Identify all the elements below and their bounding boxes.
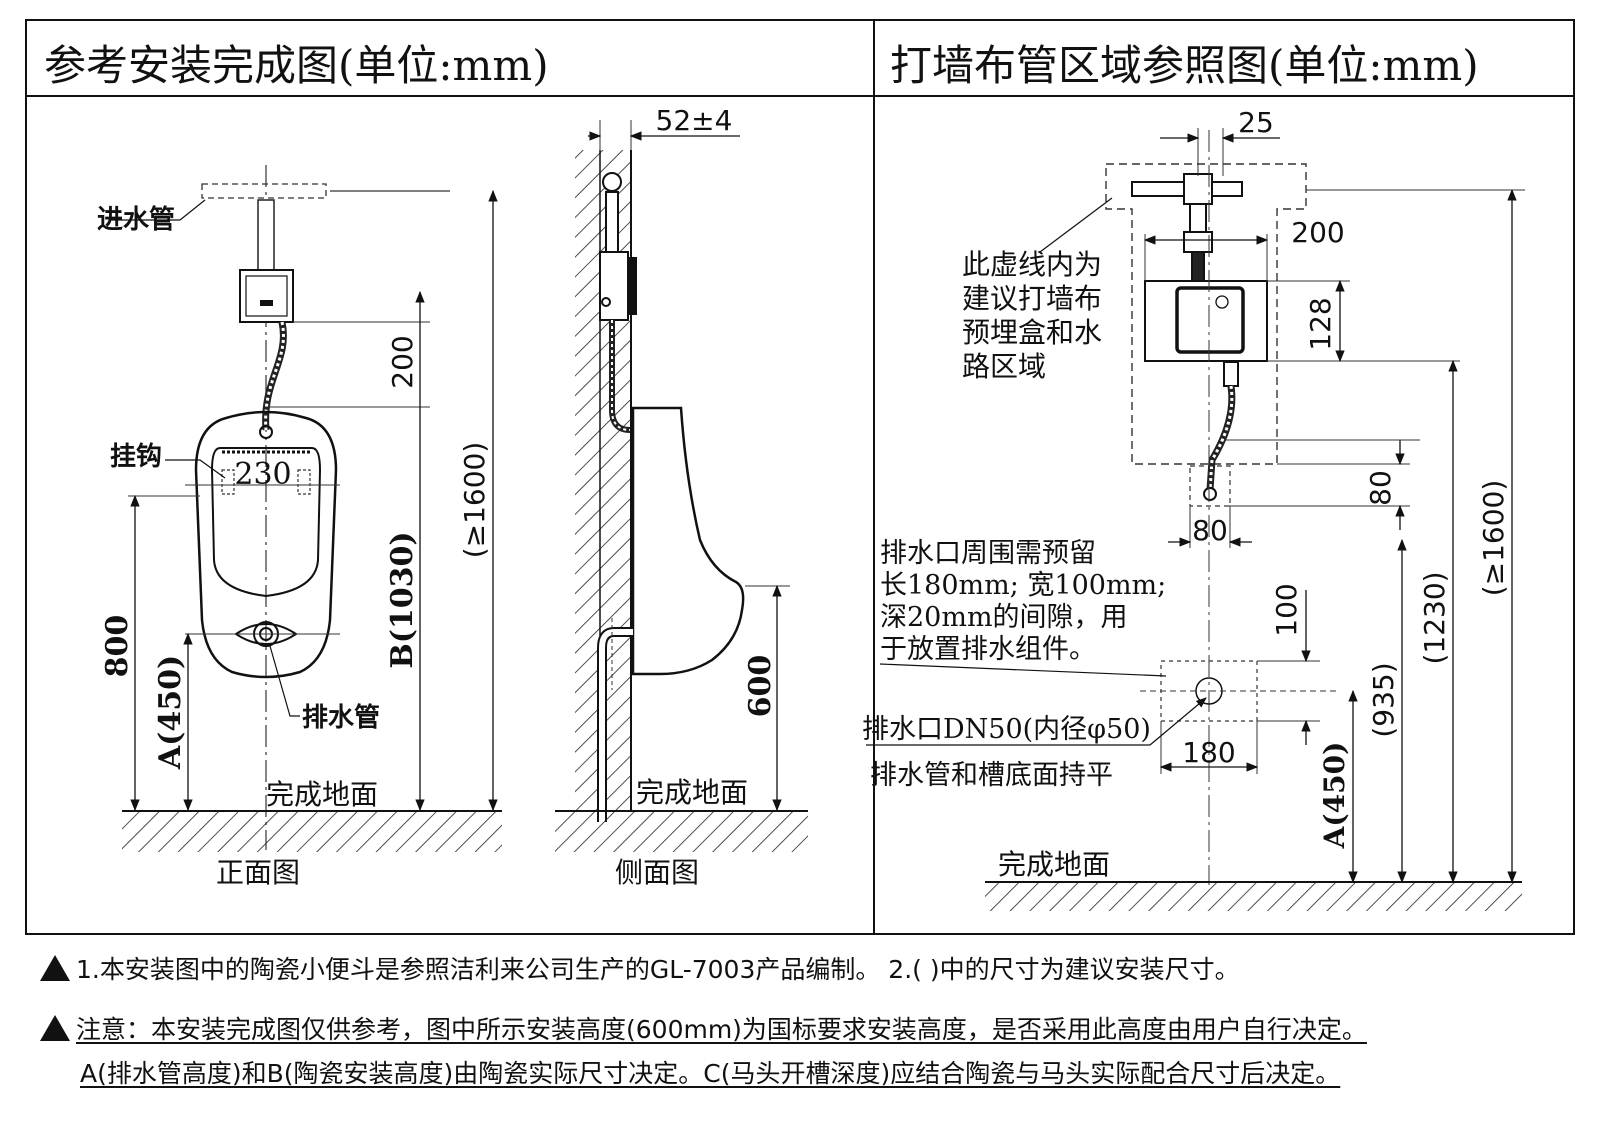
dim-128: 128 bbox=[1304, 297, 1337, 350]
dashed-note-line: 路区域 bbox=[962, 350, 1046, 383]
flush-with-groove-label: 排水管和槽底面持平 bbox=[870, 760, 1113, 791]
label-inlet-pipe: 进水管 bbox=[97, 205, 175, 235]
urinal-front bbox=[194, 410, 338, 679]
right-panel-title: 打墙布管区域参照图(单位:mm) bbox=[890, 41, 1479, 90]
dim-600: 600 bbox=[743, 655, 778, 718]
left-panel-title: 参考安装完成图(单位:mm) bbox=[44, 41, 549, 90]
gap-note-line: 深20mm的间隙，用 bbox=[880, 602, 1128, 633]
dim-1600-wall: (≥1600) bbox=[1477, 480, 1510, 597]
dim-200-wall: 200 bbox=[1291, 216, 1344, 249]
dashed-area-note: 此虚线内为 建议打墙布 预埋盒和水 路区域 bbox=[962, 248, 1111, 383]
inlet-pipe-outline bbox=[201, 183, 327, 199]
front-view-caption: 正面图 bbox=[216, 856, 300, 889]
gap-note-line: 于放置排水组件。 bbox=[880, 634, 1096, 665]
dashed-note-line: 此虚线内为 bbox=[962, 248, 1102, 281]
dashed-note-line: 建议打墙布 bbox=[962, 282, 1102, 315]
dim-a-front: A(450) bbox=[153, 655, 188, 770]
label-drain-pipe: 排水管 bbox=[302, 703, 380, 733]
side-floor-label: 完成地面 bbox=[636, 776, 748, 809]
dim-a-wall: A(450) bbox=[1318, 742, 1351, 850]
dim-100: 100 bbox=[1270, 583, 1303, 636]
gap-note-line: 排水口周围需预留 bbox=[880, 538, 1096, 569]
wall-floor-label: 完成地面 bbox=[998, 848, 1110, 881]
gap-note: 排水口周围需预留 长180mm; 宽100mm; 深20mm的间隙，用 于放置排… bbox=[880, 538, 1175, 665]
label-hook: 挂钩 bbox=[110, 442, 162, 472]
valve-assembly-side bbox=[599, 172, 637, 321]
dim-b-front: B(1030) bbox=[385, 531, 420, 668]
dim-935: (935) bbox=[1367, 662, 1400, 737]
dim-1600-front: (≥1600) bbox=[458, 442, 491, 559]
note-line-3: A(排水管高度)和B(陶瓷安装高度)由陶瓷实际尺寸决定。C(马头开槽深度)应结合… bbox=[80, 1054, 1340, 1090]
note-line-1: 1.本安装图中的陶瓷小便斗是参照洁利来公司生产的GL-7003产品编制。 2.(… bbox=[40, 950, 1240, 986]
note-3-text: A(排水管高度)和B(陶瓷安装高度)由陶瓷实际尺寸决定。C(马头开槽深度)应结合… bbox=[80, 1059, 1341, 1088]
dim-1230: (1230) bbox=[1418, 571, 1451, 664]
gap-note-line: 长180mm; 宽100mm; bbox=[880, 570, 1166, 601]
note-2-text: 注意：本安装完成图仅供参考，图中所示安装高度(600mm)为国标要求安装高度，是… bbox=[76, 1015, 1367, 1044]
warning-icon bbox=[40, 955, 70, 981]
urinal-side bbox=[631, 406, 745, 676]
dim-80-horizontal: 80 bbox=[1192, 514, 1228, 547]
sensor-box bbox=[239, 269, 294, 323]
front-view: 200 B(1030) (≥1600) 800 A(450) 230 进水管 挂… bbox=[97, 165, 502, 889]
front-floor-label: 完成地面 bbox=[266, 778, 378, 811]
dim-180: 180 bbox=[1182, 736, 1235, 769]
dim-800-front: 800 bbox=[100, 615, 135, 678]
wall-routing-view: 25 200 128 80 80 100 bbox=[862, 106, 1525, 911]
dim-230: 230 bbox=[234, 457, 291, 492]
warning-icon bbox=[40, 1015, 70, 1041]
note-line-2: 注意：本安装完成图仅供参考，图中所示安装高度(600mm)为国标要求安装高度，是… bbox=[40, 1010, 1367, 1046]
valve-assembly-wall bbox=[1131, 173, 1243, 283]
dim-52: 52±4 bbox=[656, 104, 733, 137]
dim-200-front: 200 bbox=[386, 335, 419, 388]
note-1-text: 1.本安装图中的陶瓷小便斗是参照洁利来公司生产的GL-7003产品编制。 2.(… bbox=[76, 955, 1240, 984]
outlet-dn50-label: 排水口DN50(内径φ50) bbox=[862, 714, 1151, 745]
side-view-caption: 侧面图 bbox=[615, 856, 699, 889]
outer-frame bbox=[25, 19, 1575, 935]
dim-80-vertical: 80 bbox=[1364, 470, 1397, 506]
dim-25: 25 bbox=[1238, 106, 1274, 139]
dashed-note-line: 预埋盒和水 bbox=[962, 316, 1102, 349]
side-view: 52±4 600 完成地面 侧面图 bbox=[555, 104, 808, 889]
